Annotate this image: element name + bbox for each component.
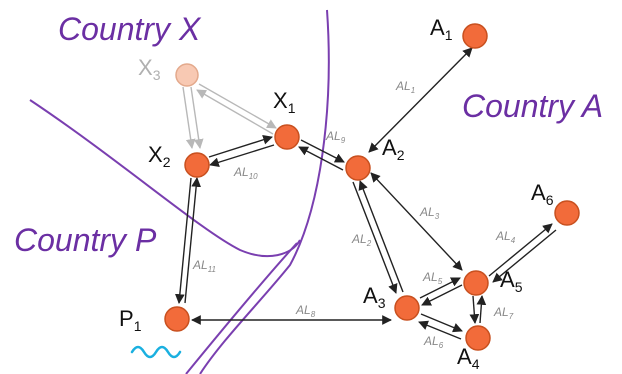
edge-a6-a5 (492, 229, 557, 283)
edge-a3-a5 (419, 277, 461, 299)
edge-label-al5: AL5 (422, 270, 443, 286)
country-x-label: Country X (58, 11, 202, 47)
edge-a2-x1 (298, 146, 344, 171)
edge-label-al1: AL1 (395, 79, 415, 95)
edge-a5-a4 (469, 295, 480, 324)
node-a3[interactable] (394, 295, 420, 321)
node-label-x1: X1 (273, 88, 296, 116)
node-a1[interactable] (462, 23, 488, 49)
edge-label-al11: AL11 (192, 258, 216, 274)
edge-a1-a2 (368, 47, 473, 153)
edge-x2-x1 (208, 134, 273, 158)
edge-label-al4: AL4 (495, 229, 516, 245)
node-a4[interactable] (465, 325, 491, 351)
node-label-x2: X2 (148, 142, 171, 170)
node-label-a1: A1 (430, 15, 453, 43)
node-x1[interactable] (274, 124, 300, 150)
edge-x3-x1 (198, 83, 277, 129)
edge-x1-a2 (300, 139, 345, 163)
river-wave-icon (130, 345, 182, 359)
country-p-label: Country P (14, 222, 157, 258)
edge-label-al3: AL3 (419, 205, 440, 221)
node-label-x3: X3 (138, 55, 161, 83)
node-p1[interactable] (164, 306, 190, 332)
country-a-label: Country A (462, 88, 603, 124)
edge-x1-x3 (196, 89, 274, 135)
border-x-p (29, 99, 301, 258)
node-label-a6: A6 (531, 180, 554, 208)
edge-x1-x2 (209, 144, 275, 168)
edge-label-al2: AL2 (351, 232, 372, 248)
edge-label-al6: AL6 (423, 334, 444, 350)
node-label-a5: A5 (500, 267, 523, 295)
node-label-a2: A2 (382, 135, 405, 163)
edge-a5-a6 (488, 223, 553, 277)
border-p-a (185, 242, 298, 374)
node-a2[interactable] (345, 155, 371, 181)
edge-a4-a5 (476, 295, 487, 324)
edge-x2-p1 (174, 177, 192, 304)
edge-a5-a3 (421, 284, 463, 306)
edge-x3-x2-a (182, 86, 196, 149)
node-x2[interactable] (184, 152, 210, 178)
node-label-a4: A4 (457, 344, 480, 372)
edge-x3-x2-b (190, 86, 204, 149)
edge-a2-a5 (370, 172, 463, 271)
node-label-p1: P1 (119, 306, 142, 334)
edge-label-al7: AL7 (493, 305, 514, 321)
node-a6[interactable] (554, 200, 580, 226)
edge-a4-a3 (418, 320, 462, 340)
node-label-a3: A3 (363, 283, 386, 311)
node-x3[interactable] (175, 63, 199, 87)
border-x-a (199, 9, 330, 374)
edge-label-al10: AL10 (233, 165, 258, 181)
edge-a3-a4 (420, 313, 463, 333)
edge-label-al8: AL8 (295, 303, 316, 319)
edge-p1-x2 (184, 177, 202, 304)
edge-label-al9: AL9 (325, 129, 346, 145)
node-a5[interactable] (463, 270, 489, 296)
